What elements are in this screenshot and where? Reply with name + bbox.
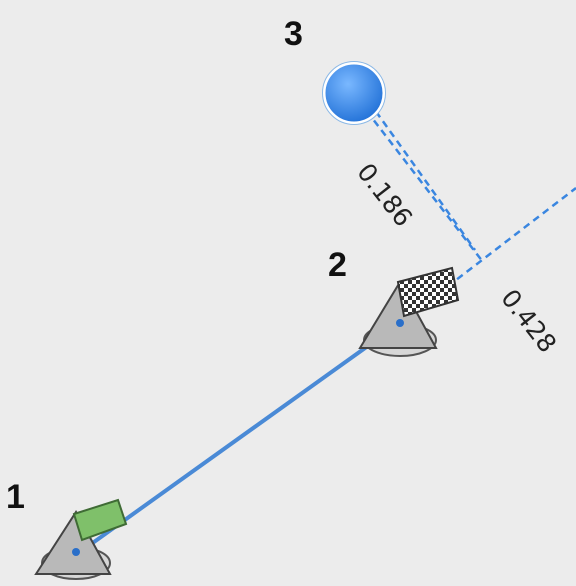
route-leg-1-2[interactable] — [78, 321, 402, 554]
waypoint-1-label: 1 — [6, 478, 25, 516]
distance-label-0428: 0.428 — [495, 284, 562, 358]
green-flag-icon — [72, 498, 128, 542]
distance-label-0186: 0.186 — [351, 158, 418, 232]
waypoint-3-marker[interactable] — [322, 61, 386, 125]
distance-line-3-offset — [360, 91, 477, 251]
waypoint-3-label: 3 — [284, 15, 303, 53]
waypoint-1-marker[interactable] — [34, 498, 128, 580]
waypoint-2-marker[interactable] — [358, 266, 460, 357]
checkered-flag-icon — [396, 266, 460, 318]
waypoint-2-label: 2 — [328, 246, 347, 284]
